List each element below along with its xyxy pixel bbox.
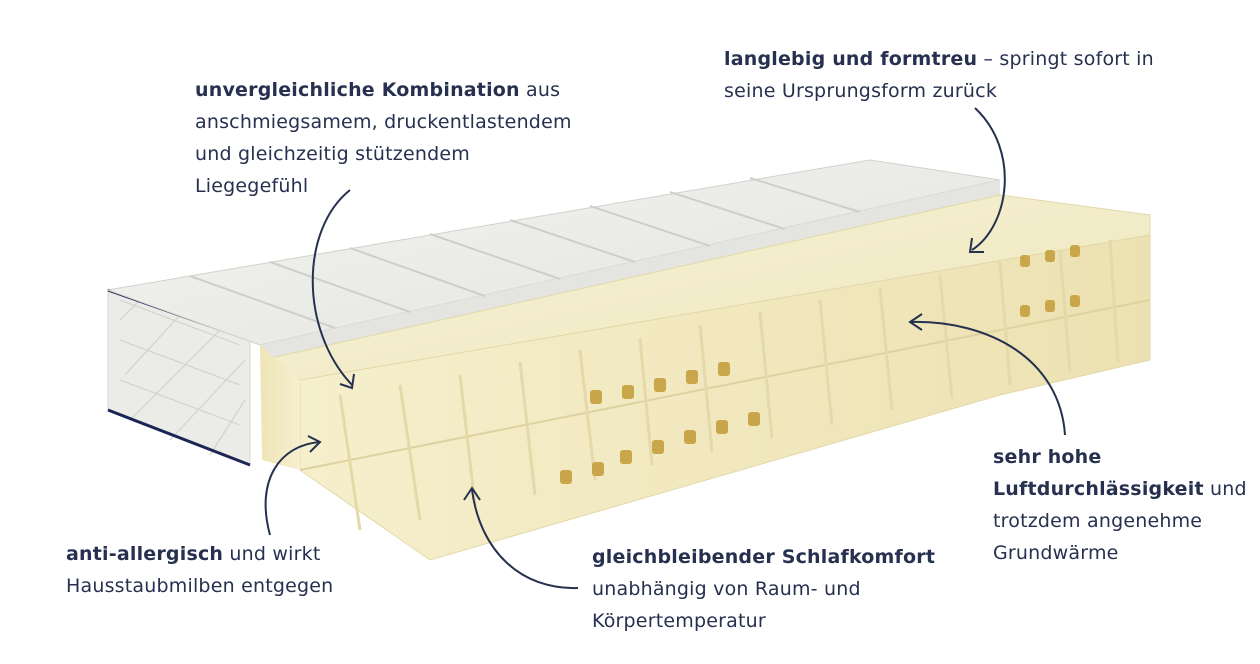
callout-allergy-line2: Hausstaubmilben entgegen (66, 575, 334, 597)
callout-combination-heading: unvergleichliche Kombination (195, 79, 520, 101)
callout-combination: unvergleichliche Kombination aus anschmi… (195, 74, 572, 202)
callout-comfort-line2: unabhängig von Raum- und (592, 578, 861, 600)
mattress-topper (106, 159, 1001, 360)
callout-combination-text: aus (519, 79, 561, 101)
callout-air-line3: trotzdem angenehme (993, 510, 1203, 532)
callout-combination-line4: Liegegefühl (195, 175, 309, 197)
callout-durable-heading: langlebig und formtreu (724, 48, 978, 70)
callout-durable-line2: seine Ursprungsform zurück (724, 80, 998, 102)
callout-air: sehr hohe Luftdurchlässigkeit und trotzd… (993, 441, 1247, 569)
callout-comfort-line3: Körpertemperatur (592, 610, 766, 632)
callout-air-line4: Grundwärme (993, 542, 1119, 564)
callout-durable: langlebig und formtreu – springt sofort … (724, 43, 1154, 107)
arrow-air (908, 313, 1066, 436)
arrow-durable (968, 107, 1006, 253)
callout-air-heading2: Luftdurchlässigkeit (993, 478, 1204, 500)
callout-comfort-heading: gleichbleibender Schlafkomfort (592, 546, 936, 568)
arrow-comfort (463, 486, 579, 590)
callout-combination-line3: und gleichzeitig stützendem (195, 143, 470, 165)
callout-air-text: und (1203, 478, 1247, 500)
arrow-allergy (264, 435, 322, 536)
callout-allergy: anti-allergisch und wirkt Hausstaubmilbe… (66, 538, 333, 602)
callout-air-heading: sehr hohe (993, 446, 1102, 468)
callout-allergy-text: und wirkt (223, 543, 321, 565)
callout-combination-line2: anschmiegsamem, druckentlastendem (195, 111, 572, 133)
callout-durable-text: – springt sofort in (977, 48, 1154, 70)
callout-allergy-heading: anti-allergisch (66, 543, 224, 565)
arrow-combination (311, 189, 355, 390)
callout-comfort: gleichbleibender Schlafkomfort unabhängi… (592, 541, 935, 637)
foam-core (260, 194, 1151, 561)
